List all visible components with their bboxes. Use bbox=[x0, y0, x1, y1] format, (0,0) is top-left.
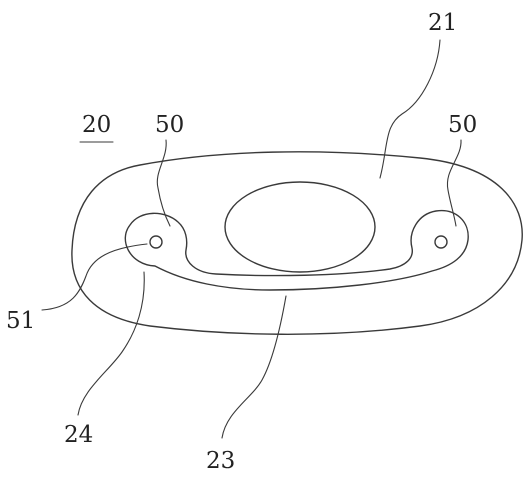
leader-50-left bbox=[156, 139, 171, 227]
label-hole-50-right: 50 bbox=[448, 112, 477, 138]
label-pin-51: 51 bbox=[6, 308, 35, 334]
inner-contour bbox=[124, 209, 469, 291]
leader-24 bbox=[77, 271, 145, 416]
leader-21 bbox=[379, 39, 441, 179]
right-hole bbox=[434, 235, 448, 249]
central-oval-opening bbox=[224, 181, 376, 273]
label-hole-50-left: 50 bbox=[155, 112, 184, 138]
label-groove-23: 23 bbox=[206, 448, 235, 474]
leader-51 bbox=[41, 243, 148, 311]
label-edge-24: 24 bbox=[64, 422, 93, 448]
leader-50-right bbox=[446, 139, 462, 227]
leader-23 bbox=[221, 295, 287, 439]
left-hole bbox=[149, 235, 163, 249]
outer-body-outline bbox=[71, 151, 523, 335]
label-body-21: 21 bbox=[428, 10, 457, 36]
label-device-20: 20 bbox=[82, 112, 111, 138]
